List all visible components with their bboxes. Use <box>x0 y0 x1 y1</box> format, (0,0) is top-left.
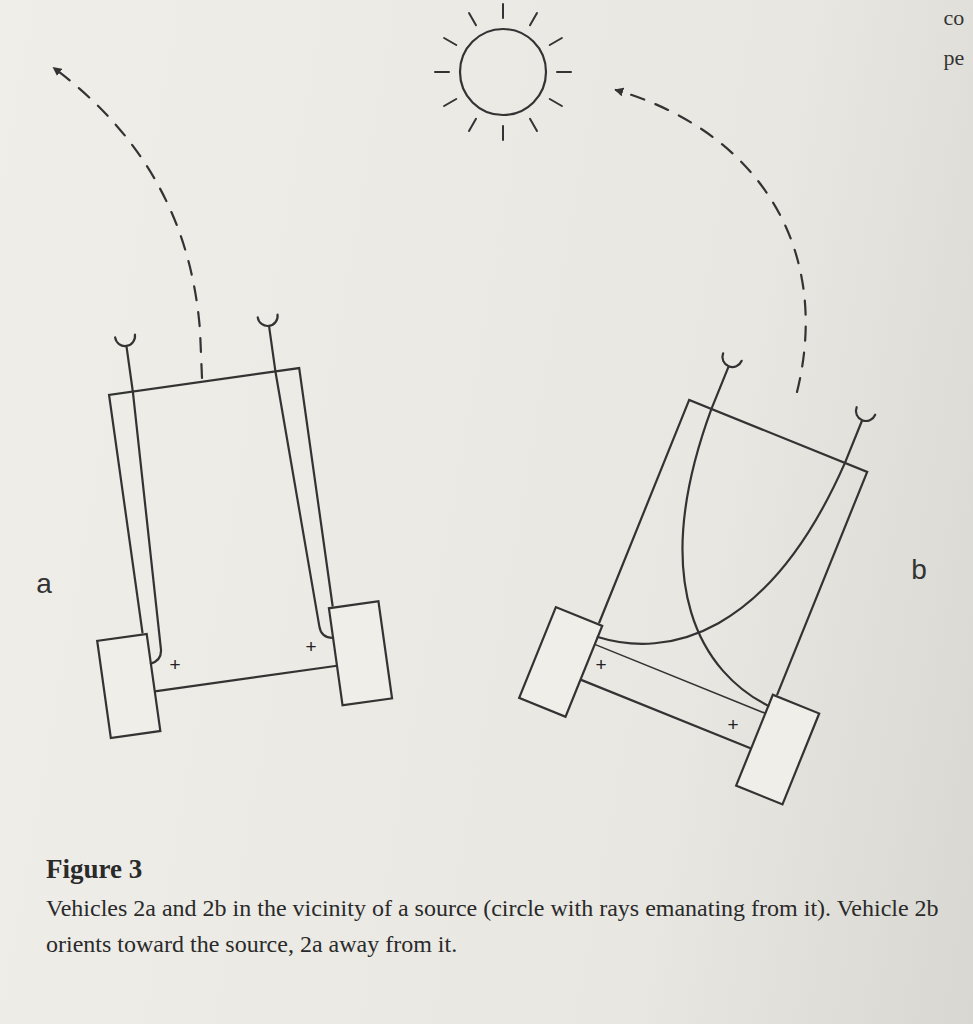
vehicle-b <box>519 331 931 805</box>
page-fragment: co <box>944 7 965 29</box>
trajectory-a <box>54 68 202 378</box>
sun-ray <box>444 99 456 106</box>
sun-ray <box>550 99 562 106</box>
figure-caption: Vehicles 2a and 2b in the vicinity of a … <box>46 890 961 962</box>
excitatory-sign: + <box>727 715 738 734</box>
excitatory-sign: + <box>169 655 180 674</box>
sun-ray <box>469 13 476 25</box>
sun-ray <box>557 71 571 73</box>
vehicle-letter: a <box>36 570 52 598</box>
trajectory-b <box>616 90 806 392</box>
sun-ray <box>502 126 504 140</box>
sun-ray <box>530 119 537 131</box>
excitatory-sign: + <box>305 637 316 656</box>
page-fragment: pe <box>944 47 965 69</box>
sun-ray <box>444 38 456 45</box>
sun-ray <box>530 13 537 25</box>
sun-ray <box>502 4 504 18</box>
sun-ray <box>469 119 476 131</box>
light-source <box>435 4 571 140</box>
sun-ray <box>550 38 562 45</box>
vehicle-a <box>56 306 392 738</box>
excitatory-sign: + <box>595 655 606 674</box>
vehicle-letter: b <box>911 556 927 584</box>
sun-ray <box>435 71 449 73</box>
figure-title: Figure 3 <box>46 856 142 883</box>
